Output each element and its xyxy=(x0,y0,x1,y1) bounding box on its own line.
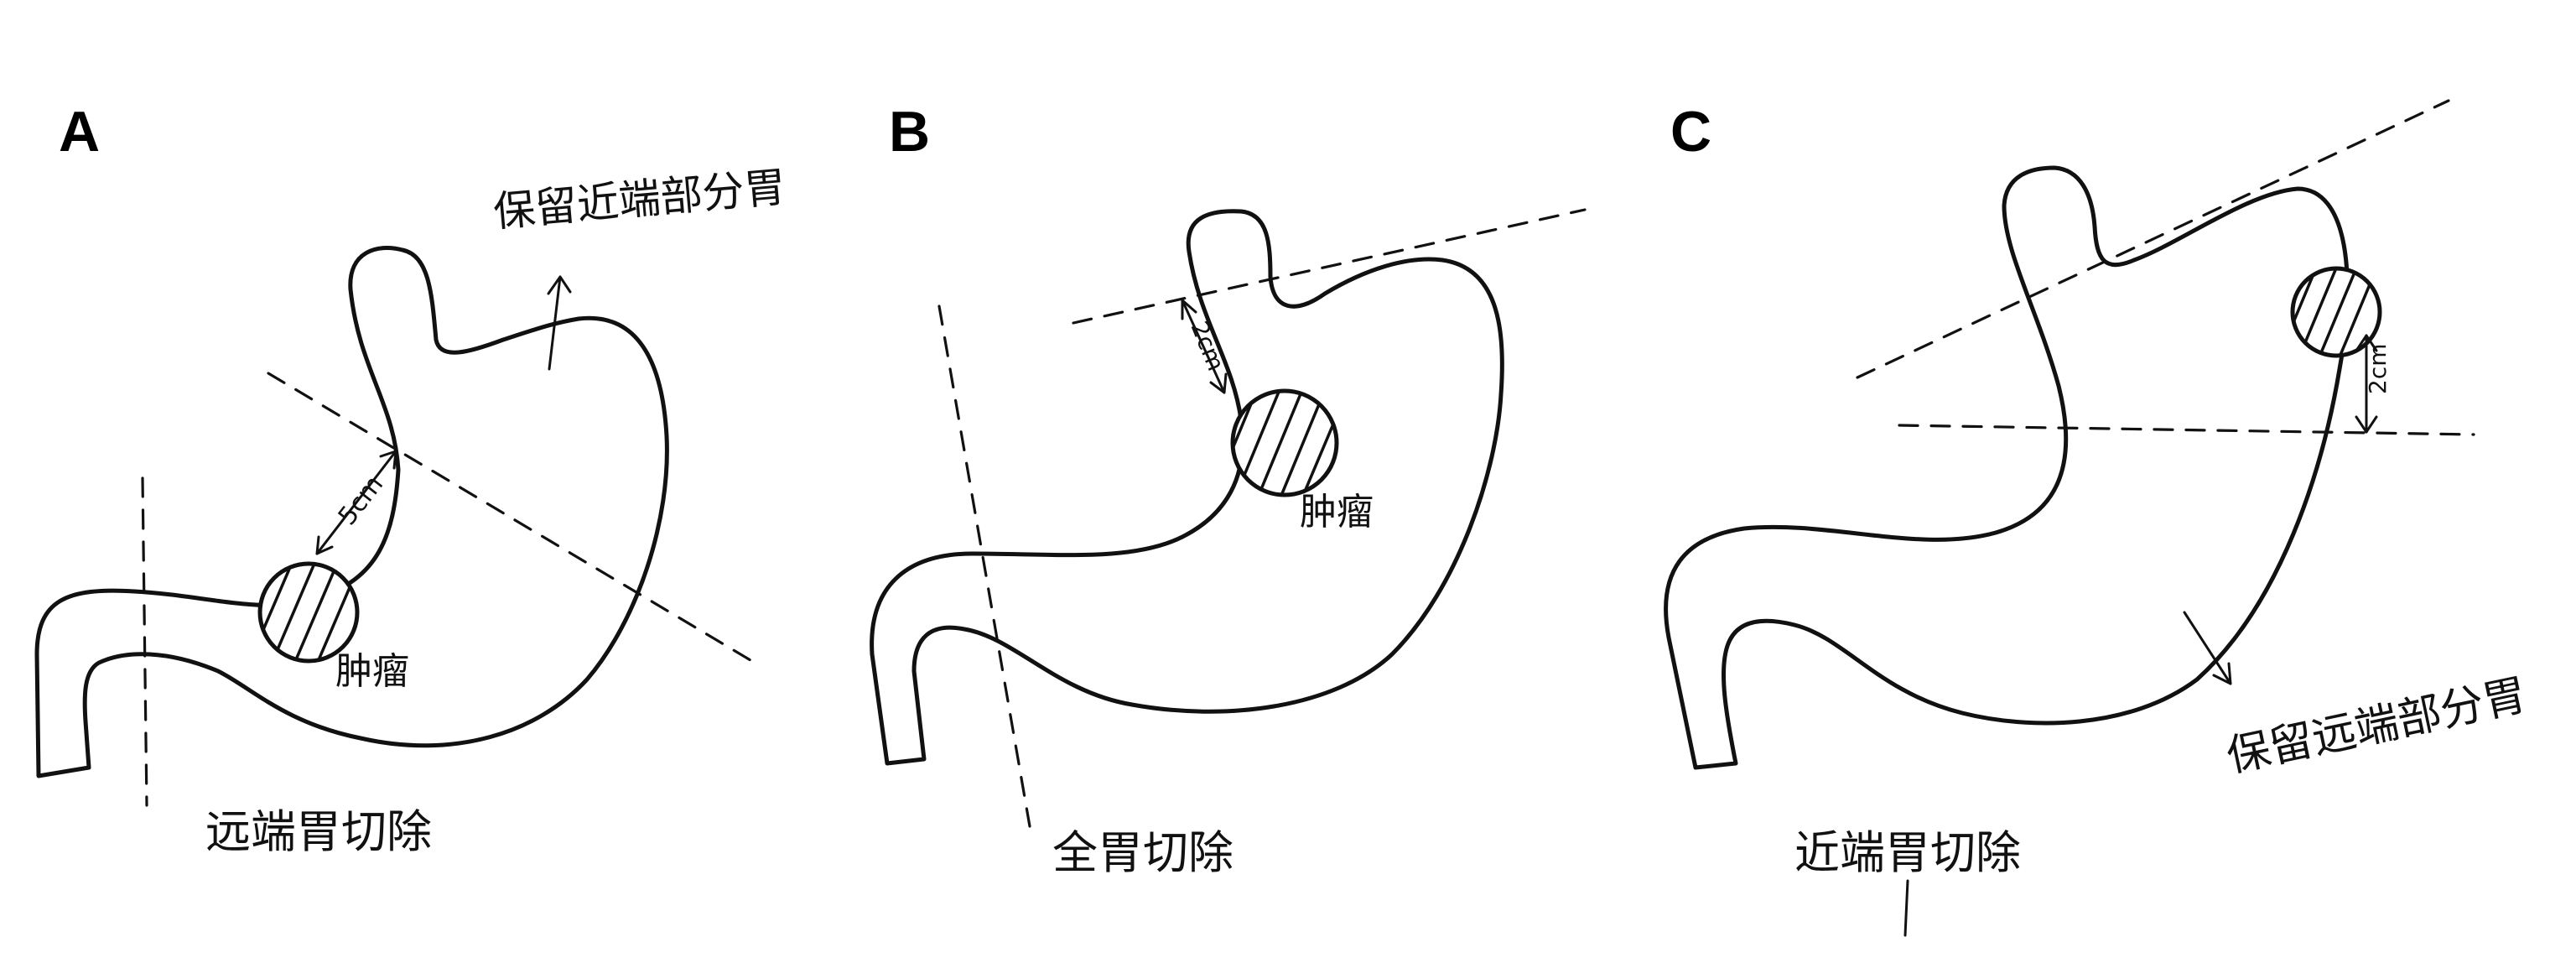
panel-c-dashed-line-lower xyxy=(1898,424,2475,436)
panel-b-dashed-line-vertical xyxy=(937,305,1031,828)
panel-a: A 5cm 保留近端部分胃 肿瘤 远端胃切除 xyxy=(34,100,788,858)
panel-a-procedure-label: 远端胃切除 xyxy=(205,805,432,858)
panel-b-letter: B xyxy=(889,100,930,164)
panel-b-stomach-outline xyxy=(870,209,1504,766)
panel-c-procedure-underline xyxy=(1903,879,1909,937)
panel-c-distance-label: 2cm xyxy=(2364,344,2392,394)
panel-a-distance-arrow xyxy=(315,450,397,555)
panel-c-tumor xyxy=(2290,266,2382,358)
panel-a-tumor-label: 肿瘤 xyxy=(335,650,409,693)
panel-a-dashed-line-diagonal xyxy=(267,372,756,664)
panel-b: B 2cm 肿瘤 全胃切除 xyxy=(870,100,1587,879)
panel-b-tumor-label: 肿瘤 xyxy=(1300,491,1374,534)
panel-a-letter: A xyxy=(59,100,100,164)
panel-a-dashed-line-vertical xyxy=(141,476,148,807)
panel-c-dashed-line-top xyxy=(1856,99,2450,379)
panel-b-dashed-line-top xyxy=(1072,208,1587,325)
panel-a-preserve-label: 保留近端部分胃 xyxy=(491,163,788,237)
panel-b-procedure-label: 全胃切除 xyxy=(1052,826,1233,879)
panel-c-letter: C xyxy=(1670,100,1711,164)
panel-c: C 2cm 保留远端部分胃 近端胃切除 xyxy=(1664,99,2532,937)
panel-a-tumor xyxy=(257,561,360,664)
panel-c-stomach-outline xyxy=(1664,165,2350,770)
panel-a-preserve-arrow xyxy=(547,275,572,371)
panel-c-procedure-label: 近端胃切除 xyxy=(1794,826,2021,879)
panel-c-preserve-arrow xyxy=(2183,611,2232,685)
panel-c-preserve-label: 保留远端部分胃 xyxy=(2222,669,2532,782)
panel-b-distance-arrow xyxy=(1181,299,1226,394)
panel-b-distance-label: 2cm xyxy=(1186,317,1230,374)
